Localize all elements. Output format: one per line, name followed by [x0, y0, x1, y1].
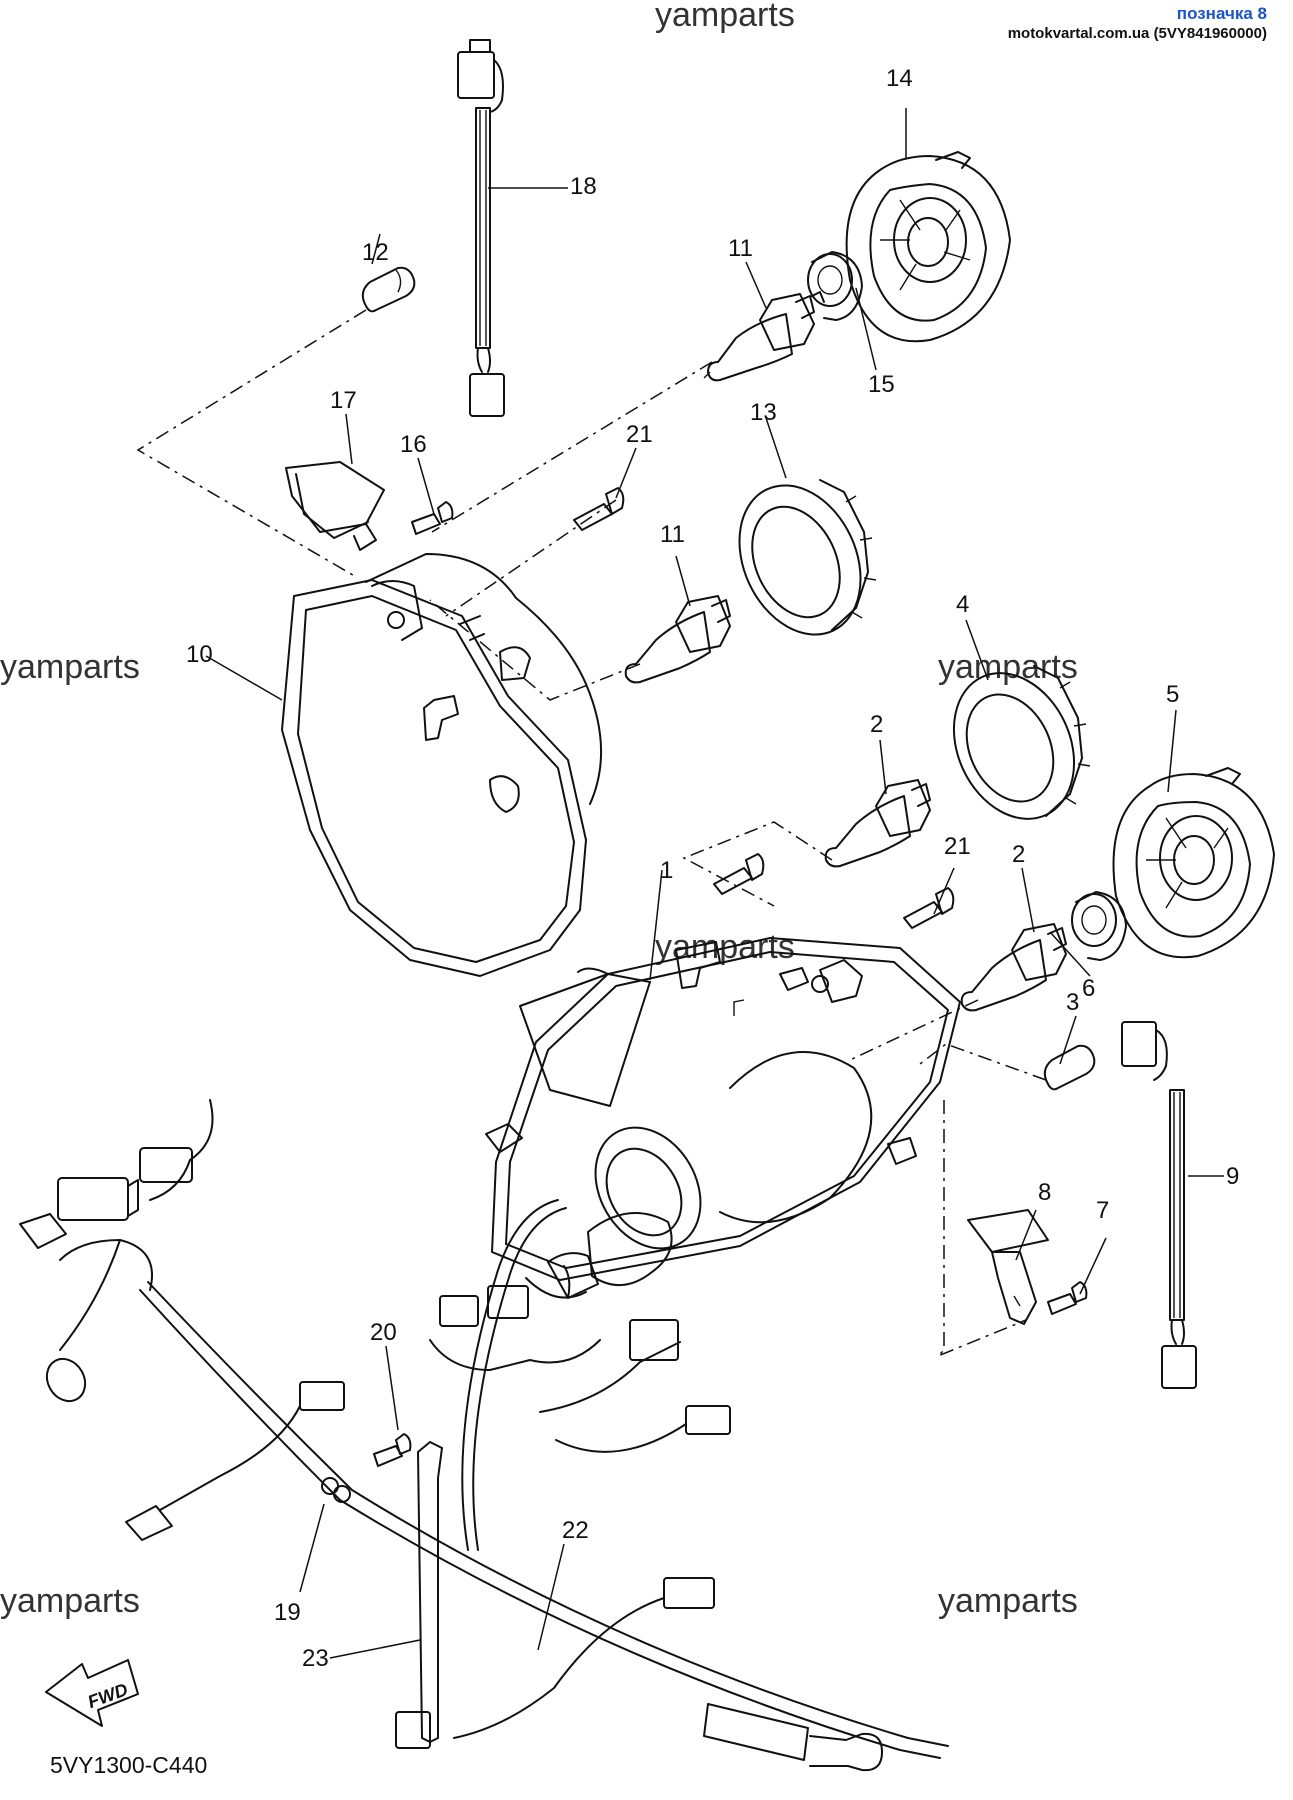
callout-19: 19 — [274, 1599, 301, 1626]
part-16-screw — [411, 501, 454, 535]
watermark-right-lower: yamparts — [938, 1582, 1078, 1620]
part-18-connector-lead — [457, 39, 505, 417]
watermark-left-upper: yamparts — [0, 648, 140, 686]
callout-21-lower: 21 — [944, 833, 971, 860]
callout-7: 7 — [1096, 1197, 1109, 1224]
callout-11-upper: 11 — [728, 235, 753, 262]
part-2-upper-bulb — [824, 779, 931, 868]
part-20-screw — [373, 1433, 412, 1467]
watermark-top: yamparts — [655, 0, 795, 34]
part-6-boot — [1071, 891, 1127, 961]
callout-20: 20 — [370, 1319, 397, 1346]
part-17-bracket — [285, 461, 385, 551]
callout-2-upper: 2 — [870, 711, 883, 738]
callout-3: 3 — [1066, 989, 1079, 1016]
part-14-cover — [845, 151, 1011, 343]
part-11-upper-bulb — [703, 291, 825, 382]
part-22-wiring-harness — [19, 1099, 949, 1772]
callout-numbers: 1 2 2 3 4 5 6 7 8 9 10 11 11 12 13 14 15… — [186, 65, 1239, 1672]
fwd-label: FWD — [85, 1679, 130, 1712]
part-7-screw — [1047, 1281, 1088, 1315]
callout-15: 15 — [868, 371, 895, 398]
diagram-tag: позначка 8 — [1176, 4, 1267, 23]
callout-21-upper: 21 — [626, 421, 653, 448]
part-12-bulb — [361, 266, 416, 313]
fwd-arrow-icon: FWD — [45, 1659, 139, 1727]
part-21-upper-screw — [573, 487, 625, 531]
callout-1: 1 — [660, 857, 673, 884]
callout-17: 17 — [330, 387, 357, 414]
part-2-lower-bulb — [960, 923, 1067, 1012]
diagram-code: 5VY1300-C440 — [50, 1752, 208, 1778]
callout-16: 16 — [400, 431, 427, 458]
callout-4: 4 — [956, 591, 969, 618]
part-13-dust-cover — [738, 479, 877, 636]
watermark-left-lower: yamparts — [0, 1582, 140, 1620]
callout-14: 14 — [886, 65, 913, 92]
part-1-right-housing — [485, 937, 961, 1281]
watermark-right-upper: yamparts — [938, 648, 1078, 686]
callout-5: 5 — [1166, 681, 1179, 708]
part-10-left-housing — [281, 553, 602, 977]
part-21-lower-screws — [713, 853, 955, 929]
callout-leaders — [205, 108, 1224, 1659]
part-11-middle-bulb — [624, 595, 731, 684]
part-23-cable-tie — [417, 1441, 443, 1743]
part-15-boot — [807, 251, 863, 321]
callout-22: 22 — [562, 1517, 589, 1544]
part-5-cover — [1112, 767, 1275, 959]
assembly-lines — [136, 309, 1047, 1357]
callout-13: 13 — [750, 399, 777, 426]
part-3-bulb — [1043, 1044, 1096, 1091]
part-8-bracket — [967, 1209, 1049, 1325]
callout-11-middle: 11 — [660, 521, 685, 548]
callout-12: 12 — [362, 239, 389, 266]
callout-8: 8 — [1038, 1179, 1051, 1206]
callout-10: 10 — [186, 641, 213, 668]
callout-2-lower: 2 — [1012, 841, 1025, 868]
callout-23: 23 — [302, 1645, 329, 1672]
callout-9: 9 — [1226, 1163, 1239, 1190]
callout-6: 6 — [1082, 975, 1095, 1002]
part-9-connector-lead — [1121, 1021, 1197, 1389]
callout-18: 18 — [570, 173, 597, 200]
source-site: motokvartal.com.ua (5VY841960000) — [1007, 25, 1267, 42]
part-4-dust-cover — [952, 665, 1091, 820]
